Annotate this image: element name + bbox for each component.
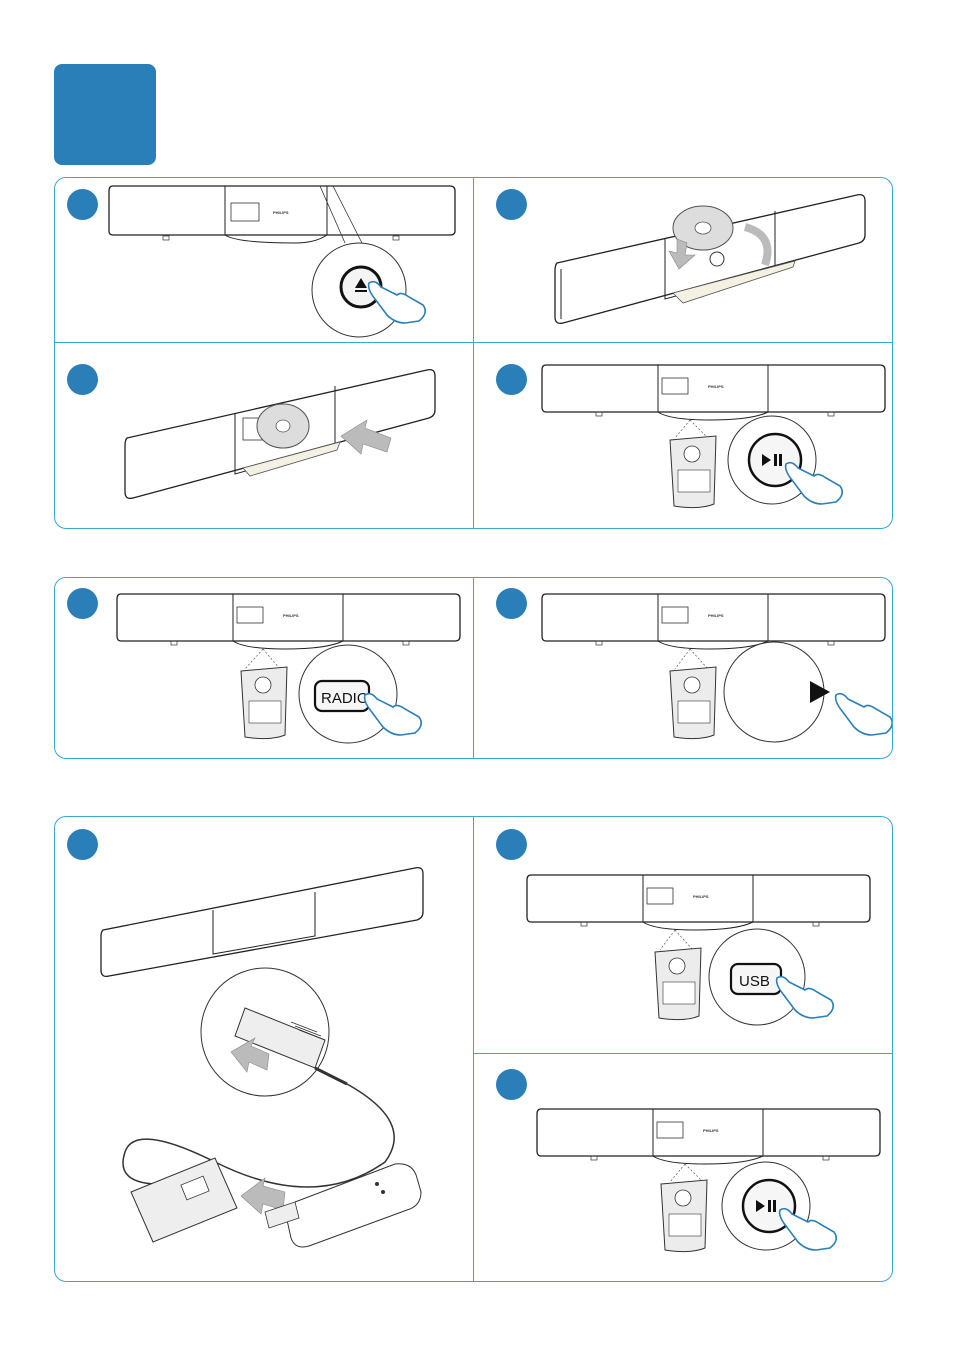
usb-connection-illustration xyxy=(95,862,435,1262)
step-badge xyxy=(496,829,527,860)
step-badge xyxy=(496,364,527,395)
brand-logo: PHILIPS xyxy=(283,613,299,618)
insert-arrow-icon xyxy=(341,420,391,454)
step-badge xyxy=(496,588,527,619)
brand-logo: PHILIPS xyxy=(708,613,724,618)
disc-panel: PHILIPS xyxy=(54,177,893,529)
radio-button-label: RADIO xyxy=(321,690,369,707)
remote-control xyxy=(655,948,701,1020)
disc-panel-divider-horizontal xyxy=(55,342,892,343)
speaker-disc-load-illustration xyxy=(545,183,875,333)
brand-logo: PHILIPS xyxy=(273,210,289,215)
usb-button-label: USB xyxy=(739,973,770,990)
usb-panel-divider-vertical xyxy=(473,817,474,1281)
disc-panel-divider-vertical xyxy=(473,178,474,528)
speaker-eject-illustration: PHILIPS xyxy=(105,183,465,333)
speaker-remote-radio-illustration: PHILIPS RADIO xyxy=(115,591,465,751)
usb-panel-divider-horizontal xyxy=(473,1053,892,1054)
radio-panel: PHILIPS RADIO PHILIPS xyxy=(54,577,893,759)
speaker-remote-usb-illustration: PHILIPS USB xyxy=(525,872,875,1032)
speaker-remote-playpause-illustration: PHILIPS xyxy=(540,362,890,512)
step-badge xyxy=(496,1069,527,1100)
step-badge xyxy=(67,189,98,220)
speaker-disc-close-illustration xyxy=(115,358,445,508)
remote-control xyxy=(661,1180,707,1252)
remote-control xyxy=(241,667,287,739)
step-badge xyxy=(496,189,527,220)
speaker-remote-play-illustration: PHILIPS xyxy=(540,591,890,751)
remote-control xyxy=(670,667,716,739)
speaker-remote-playpause-illustration: PHILIPS xyxy=(535,1106,885,1266)
brand-logo: PHILIPS xyxy=(693,894,709,899)
step-badge xyxy=(67,829,98,860)
hand-pointer-icon xyxy=(836,694,893,735)
brand-logo: PHILIPS xyxy=(703,1128,719,1133)
remote-control xyxy=(670,436,716,508)
step-badge xyxy=(67,588,98,619)
brand-logo: PHILIPS xyxy=(708,384,724,389)
section-header-block xyxy=(54,64,156,165)
radio-panel-divider-vertical xyxy=(473,578,474,758)
usb-panel: PHILIPS USB PHILIPS xyxy=(54,816,893,1282)
step-badge xyxy=(67,364,98,395)
